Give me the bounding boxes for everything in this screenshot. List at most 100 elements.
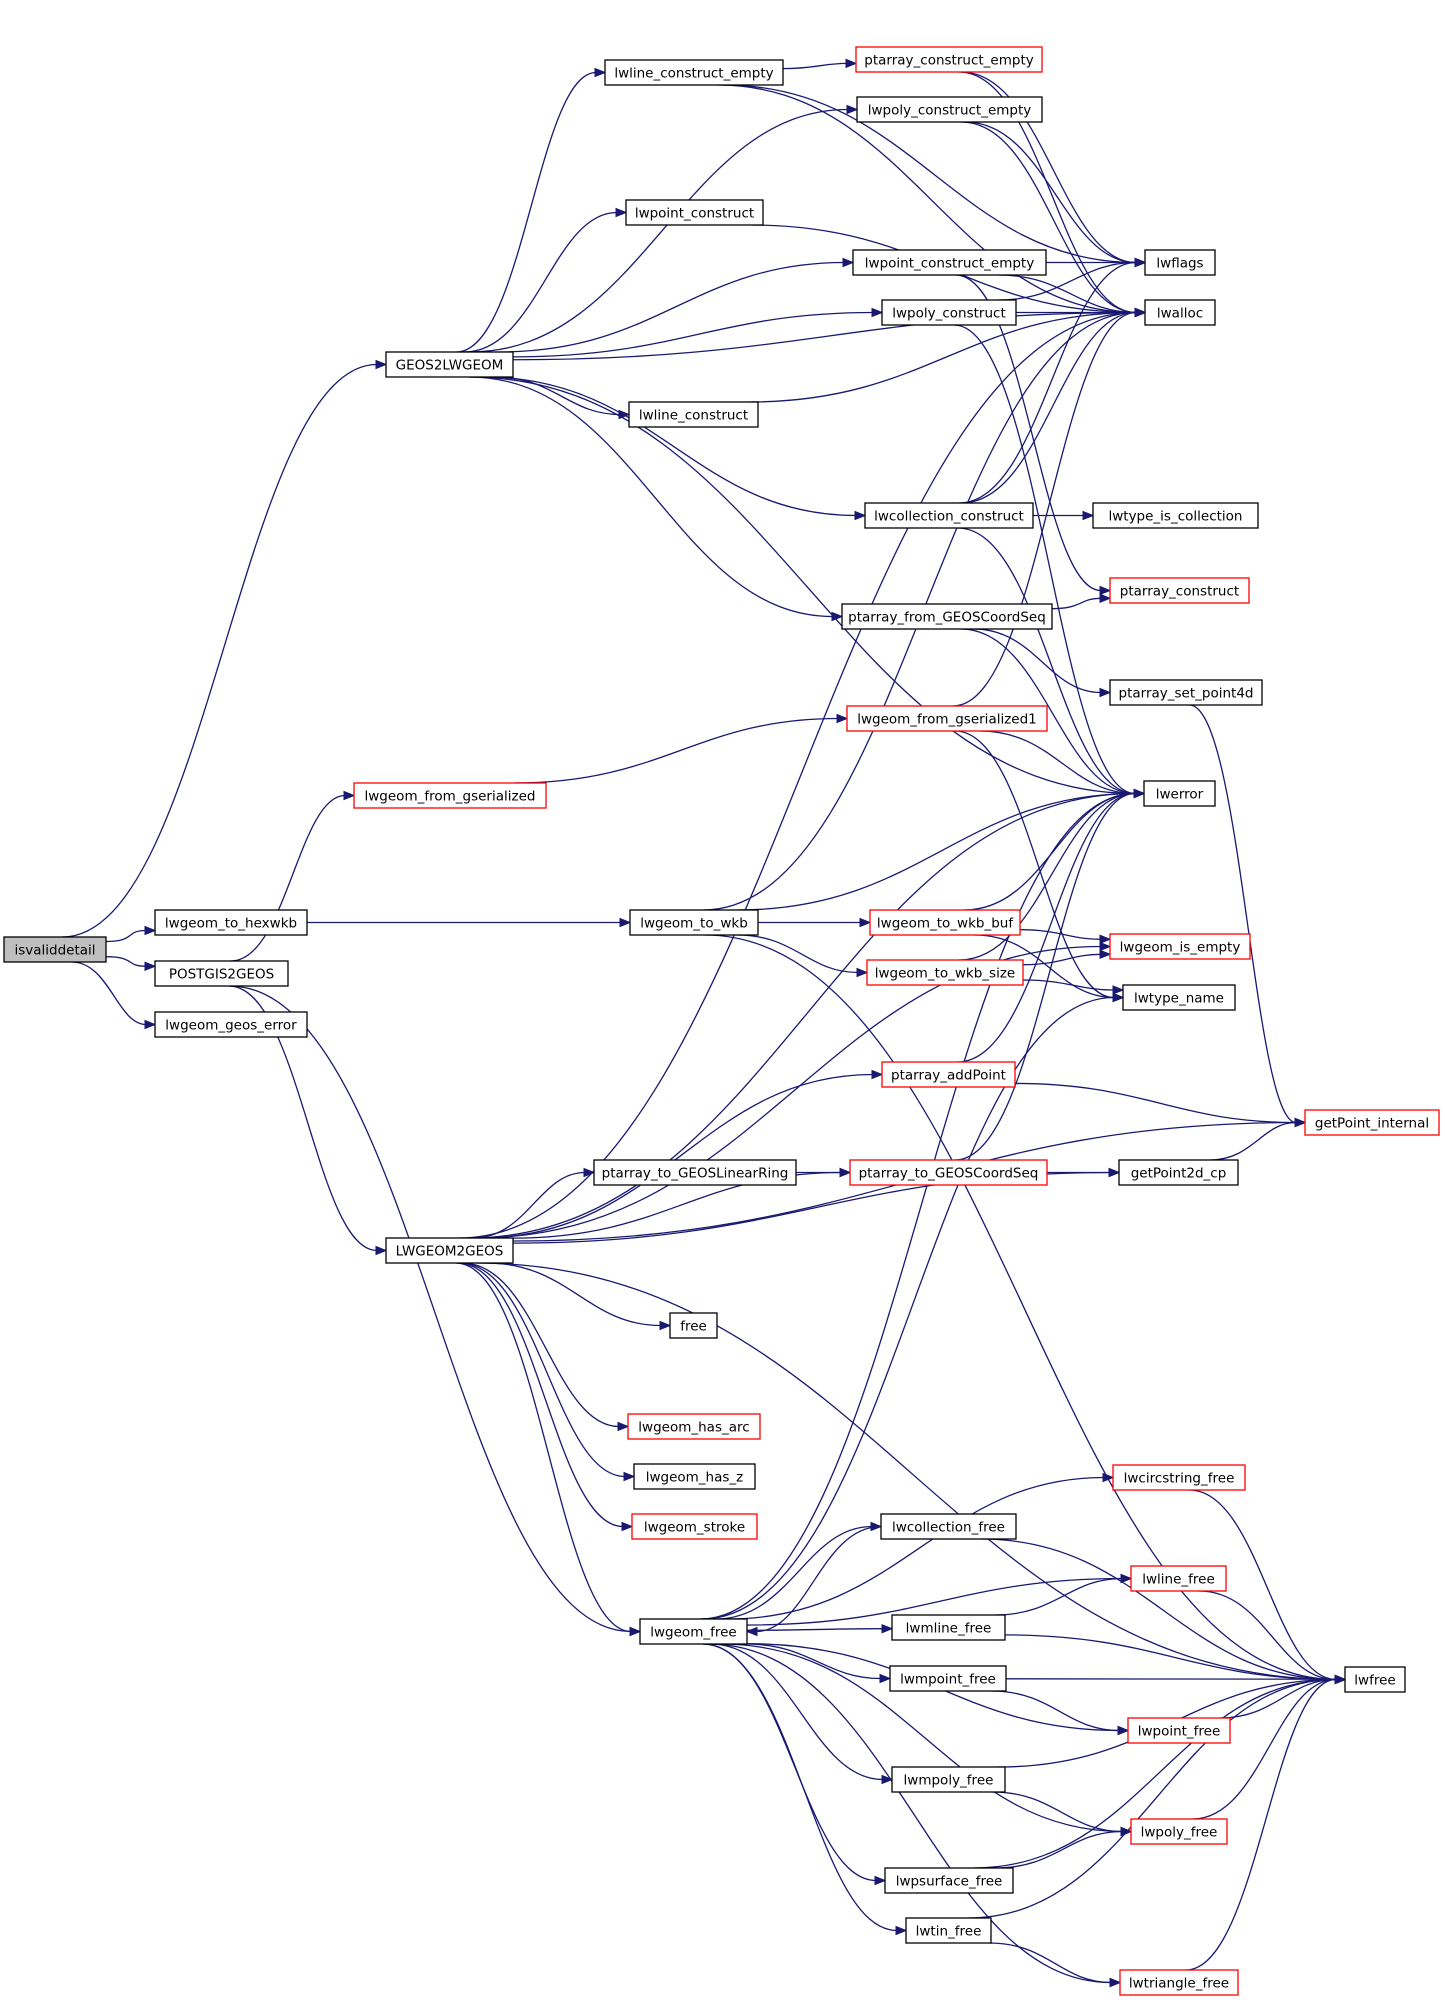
node-lwmpoly_free[interactable]: lwmpoly_free: [891, 1766, 1006, 1793]
node-free[interactable]: free: [669, 1312, 718, 1339]
node-lwmpoint_free[interactable]: lwmpoint_free: [889, 1665, 1007, 1692]
node-box-ptarray_addPoint[interactable]: [881, 1061, 1016, 1088]
node-box-POSTGIS2GEOS[interactable]: [154, 960, 289, 987]
node-lwtin_free[interactable]: lwtin_free: [905, 1917, 992, 1944]
node-lwpoly_construct_empty[interactable]: lwpoly_construct_empty: [856, 96, 1043, 123]
node-lwtype_is_collection[interactable]: lwtype_is_collection: [1092, 502, 1259, 529]
node-ptarray_construct[interactable]: ptarray_construct: [1109, 577, 1250, 604]
node-ptarray_addPoint[interactable]: ptarray_addPoint: [881, 1061, 1016, 1088]
node-box-lwpoly_construct[interactable]: [881, 299, 1017, 326]
node-lwpoint_construct[interactable]: lwpoint_construct: [625, 199, 764, 226]
node-box-lwgeom_is_empty[interactable]: [1109, 933, 1251, 960]
node-box-lwgeom_to_wkb_buf[interactable]: [869, 909, 1021, 936]
node-ptarray_construct_empty[interactable]: ptarray_construct_empty: [855, 46, 1043, 73]
node-GEOS2LWGEOM[interactable]: GEOS2LWGEOM: [385, 351, 514, 378]
node-box-ptarray_to_GEOSLinearRing[interactable]: [593, 1159, 797, 1186]
node-box-lwtin_free[interactable]: [905, 1917, 992, 1944]
node-box-lwgeom_free[interactable]: [639, 1618, 748, 1645]
node-box-lwcollection_free[interactable]: [880, 1513, 1017, 1540]
node-lwline_free[interactable]: lwline_free: [1130, 1565, 1227, 1592]
node-box-ptarray_to_GEOSCoordSeq[interactable]: [849, 1159, 1048, 1186]
node-ptarray_set_point4d[interactable]: ptarray_set_point4d: [1109, 679, 1263, 706]
node-box-lwmline_free[interactable]: [891, 1614, 1006, 1641]
node-lwalloc[interactable]: lwalloc: [1144, 299, 1216, 326]
node-getPoint2d_cp[interactable]: getPoint2d_cp: [1118, 1159, 1239, 1186]
node-box-lwgeom_has_arc[interactable]: [627, 1413, 761, 1440]
node-lwgeom_free[interactable]: lwgeom_free: [639, 1618, 748, 1645]
node-lwgeom_geos_error[interactable]: lwgeom_geos_error: [154, 1011, 308, 1038]
node-box-ptarray_construct[interactable]: [1109, 577, 1250, 604]
node-lwcollection_construct[interactable]: lwcollection_construct: [864, 502, 1034, 529]
node-box-lwcollection_construct[interactable]: [864, 502, 1034, 529]
node-lwgeom_to_wkb_size[interactable]: lwgeom_to_wkb_size: [866, 959, 1024, 986]
node-box-lwfree[interactable]: [1344, 1666, 1406, 1693]
node-LWGEOM2GEOS[interactable]: LWGEOM2GEOS: [385, 1237, 514, 1264]
node-lwgeom_has_arc[interactable]: lwgeom_has_arc: [627, 1413, 761, 1440]
node-box-GEOS2LWGEOM[interactable]: [385, 351, 514, 378]
node-box-lwpoly_free[interactable]: [1130, 1818, 1228, 1845]
node-box-lwmpoly_free[interactable]: [891, 1766, 1006, 1793]
node-lwline_construct[interactable]: lwline_construct: [628, 401, 759, 428]
node-box-lwmpoint_free[interactable]: [889, 1665, 1007, 1692]
node-lwgeom_to_hexwkb[interactable]: lwgeom_to_hexwkb: [154, 909, 308, 936]
node-box-lwline_free[interactable]: [1130, 1565, 1227, 1592]
node-box-lwline_construct_empty[interactable]: [604, 59, 784, 86]
node-lwgeom_stroke[interactable]: lwgeom_stroke: [631, 1513, 758, 1540]
node-box-lwgeom_from_gserialized[interactable]: [353, 782, 547, 809]
node-box-lwpoly_construct_empty[interactable]: [856, 96, 1043, 123]
node-lwgeom_has_z[interactable]: lwgeom_has_z: [633, 1463, 756, 1490]
node-lwpoly_free[interactable]: lwpoly_free: [1130, 1818, 1228, 1845]
node-box-lwgeom_to_hexwkb[interactable]: [154, 909, 308, 936]
node-box-lwgeom_has_z[interactable]: [633, 1463, 756, 1490]
node-box-lwflags[interactable]: [1144, 249, 1216, 276]
node-ptarray_to_GEOSLinearRing[interactable]: ptarray_to_GEOSLinearRing: [593, 1159, 797, 1186]
node-box-lwtriangle_free[interactable]: [1119, 1969, 1239, 1996]
node-box-lwpsurface_free[interactable]: [884, 1867, 1014, 1894]
node-lwpsurface_free[interactable]: lwpsurface_free: [884, 1867, 1014, 1894]
node-box-lwerror[interactable]: [1143, 780, 1216, 807]
node-box-lwline_construct[interactable]: [628, 401, 759, 428]
node-lwcircstring_free[interactable]: lwcircstring_free: [1112, 1464, 1246, 1491]
node-ptarray_to_GEOSCoordSeq[interactable]: ptarray_to_GEOSCoordSeq: [849, 1159, 1048, 1186]
node-lwmline_free[interactable]: lwmline_free: [891, 1614, 1006, 1641]
node-lwline_construct_empty[interactable]: lwline_construct_empty: [604, 59, 784, 86]
node-lwerror[interactable]: lwerror: [1143, 780, 1216, 807]
node-box-ptarray_set_point4d[interactable]: [1109, 679, 1263, 706]
node-box-free[interactable]: [669, 1312, 718, 1339]
node-getPoint_internal[interactable]: getPoint_internal: [1304, 1109, 1440, 1136]
node-lwfree[interactable]: lwfree: [1344, 1666, 1406, 1693]
node-box-lwgeom_geos_error[interactable]: [154, 1011, 308, 1038]
node-lwgeom_is_empty[interactable]: lwgeom_is_empty: [1109, 933, 1251, 960]
node-ptarray_from_GEOSCoordSeq[interactable]: ptarray_from_GEOSCoordSeq: [841, 603, 1053, 630]
node-box-getPoint_internal[interactable]: [1304, 1109, 1440, 1136]
node-box-lwgeom_from_gserialized1[interactable]: [846, 705, 1048, 732]
node-lwgeom_from_gserialized1[interactable]: lwgeom_from_gserialized1: [846, 705, 1048, 732]
node-box-ptarray_construct_empty[interactable]: [855, 46, 1043, 73]
node-lwpoint_free[interactable]: lwpoint_free: [1127, 1717, 1231, 1744]
node-lwflags[interactable]: lwflags: [1144, 249, 1216, 276]
node-box-LWGEOM2GEOS[interactable]: [385, 1237, 514, 1264]
node-lwcollection_free[interactable]: lwcollection_free: [880, 1513, 1017, 1540]
node-box-lwgeom_stroke[interactable]: [631, 1513, 758, 1540]
node-lwgeom_to_wkb[interactable]: lwgeom_to_wkb: [629, 909, 759, 936]
node-lwgeom_to_wkb_buf[interactable]: lwgeom_to_wkb_buf: [869, 909, 1021, 936]
node-box-lwgeom_to_wkb[interactable]: [629, 909, 759, 936]
node-lwpoint_construct_empty[interactable]: lwpoint_construct_empty: [852, 249, 1047, 276]
node-box-ptarray_from_GEOSCoordSeq[interactable]: [841, 603, 1053, 630]
node-box-getPoint2d_cp[interactable]: [1118, 1159, 1239, 1186]
node-box-lwpoint_construct_empty[interactable]: [852, 249, 1047, 276]
node-lwpoly_construct[interactable]: lwpoly_construct: [881, 299, 1017, 326]
node-box-lwtype_name[interactable]: [1122, 984, 1236, 1011]
node-box-lwpoint_construct[interactable]: [625, 199, 764, 226]
node-box-lwcircstring_free[interactable]: [1112, 1464, 1246, 1491]
node-box-isvaliddetail[interactable]: [3, 936, 107, 963]
node-lwgeom_from_gserialized[interactable]: lwgeom_from_gserialized: [353, 782, 547, 809]
node-box-lwpoint_free[interactable]: [1127, 1717, 1231, 1744]
node-lwtype_name[interactable]: lwtype_name: [1122, 984, 1236, 1011]
node-box-lwgeom_to_wkb_size[interactable]: [866, 959, 1024, 986]
node-lwtriangle_free[interactable]: lwtriangle_free: [1119, 1969, 1239, 1996]
node-box-lwtype_is_collection[interactable]: [1092, 502, 1259, 529]
node-isvaliddetail[interactable]: isvaliddetail: [3, 936, 107, 963]
node-box-lwalloc[interactable]: [1144, 299, 1216, 326]
node-POSTGIS2GEOS[interactable]: POSTGIS2GEOS: [154, 960, 289, 987]
